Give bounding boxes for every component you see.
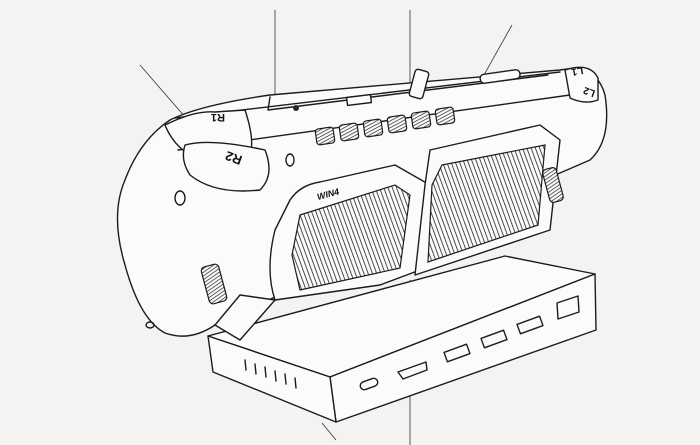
top-slot	[345, 93, 373, 107]
screw	[174, 190, 186, 206]
handheld-device: R1 R2 L1 L2 WIN4	[116, 64, 608, 341]
ethernet-port	[556, 295, 580, 320]
left-grill	[291, 184, 411, 291]
l1-label: L1	[570, 64, 584, 77]
right-grill	[427, 144, 546, 263]
screw	[145, 321, 155, 329]
dock-side-vents	[244, 359, 297, 389]
l2-label: L2	[582, 84, 597, 98]
stylus	[408, 68, 430, 100]
dock-ports	[359, 295, 580, 391]
usb-port-1	[443, 343, 471, 363]
grip-vent-right	[542, 167, 564, 203]
hdmi-port	[397, 361, 428, 380]
r2-trigger	[182, 141, 270, 192]
usb-port-3	[516, 315, 544, 335]
usb-c-port	[359, 377, 379, 391]
r1-label: R1	[211, 111, 225, 123]
top-hole	[293, 105, 299, 111]
l1-button	[564, 66, 599, 103]
usb-port-2	[480, 329, 508, 349]
grip-vent-left	[200, 263, 228, 305]
screw	[285, 153, 295, 167]
top-vents	[314, 106, 456, 146]
dock-support	[214, 294, 276, 341]
r2-label: R2	[223, 148, 244, 168]
top-buttons	[479, 69, 521, 84]
dock	[207, 255, 597, 423]
